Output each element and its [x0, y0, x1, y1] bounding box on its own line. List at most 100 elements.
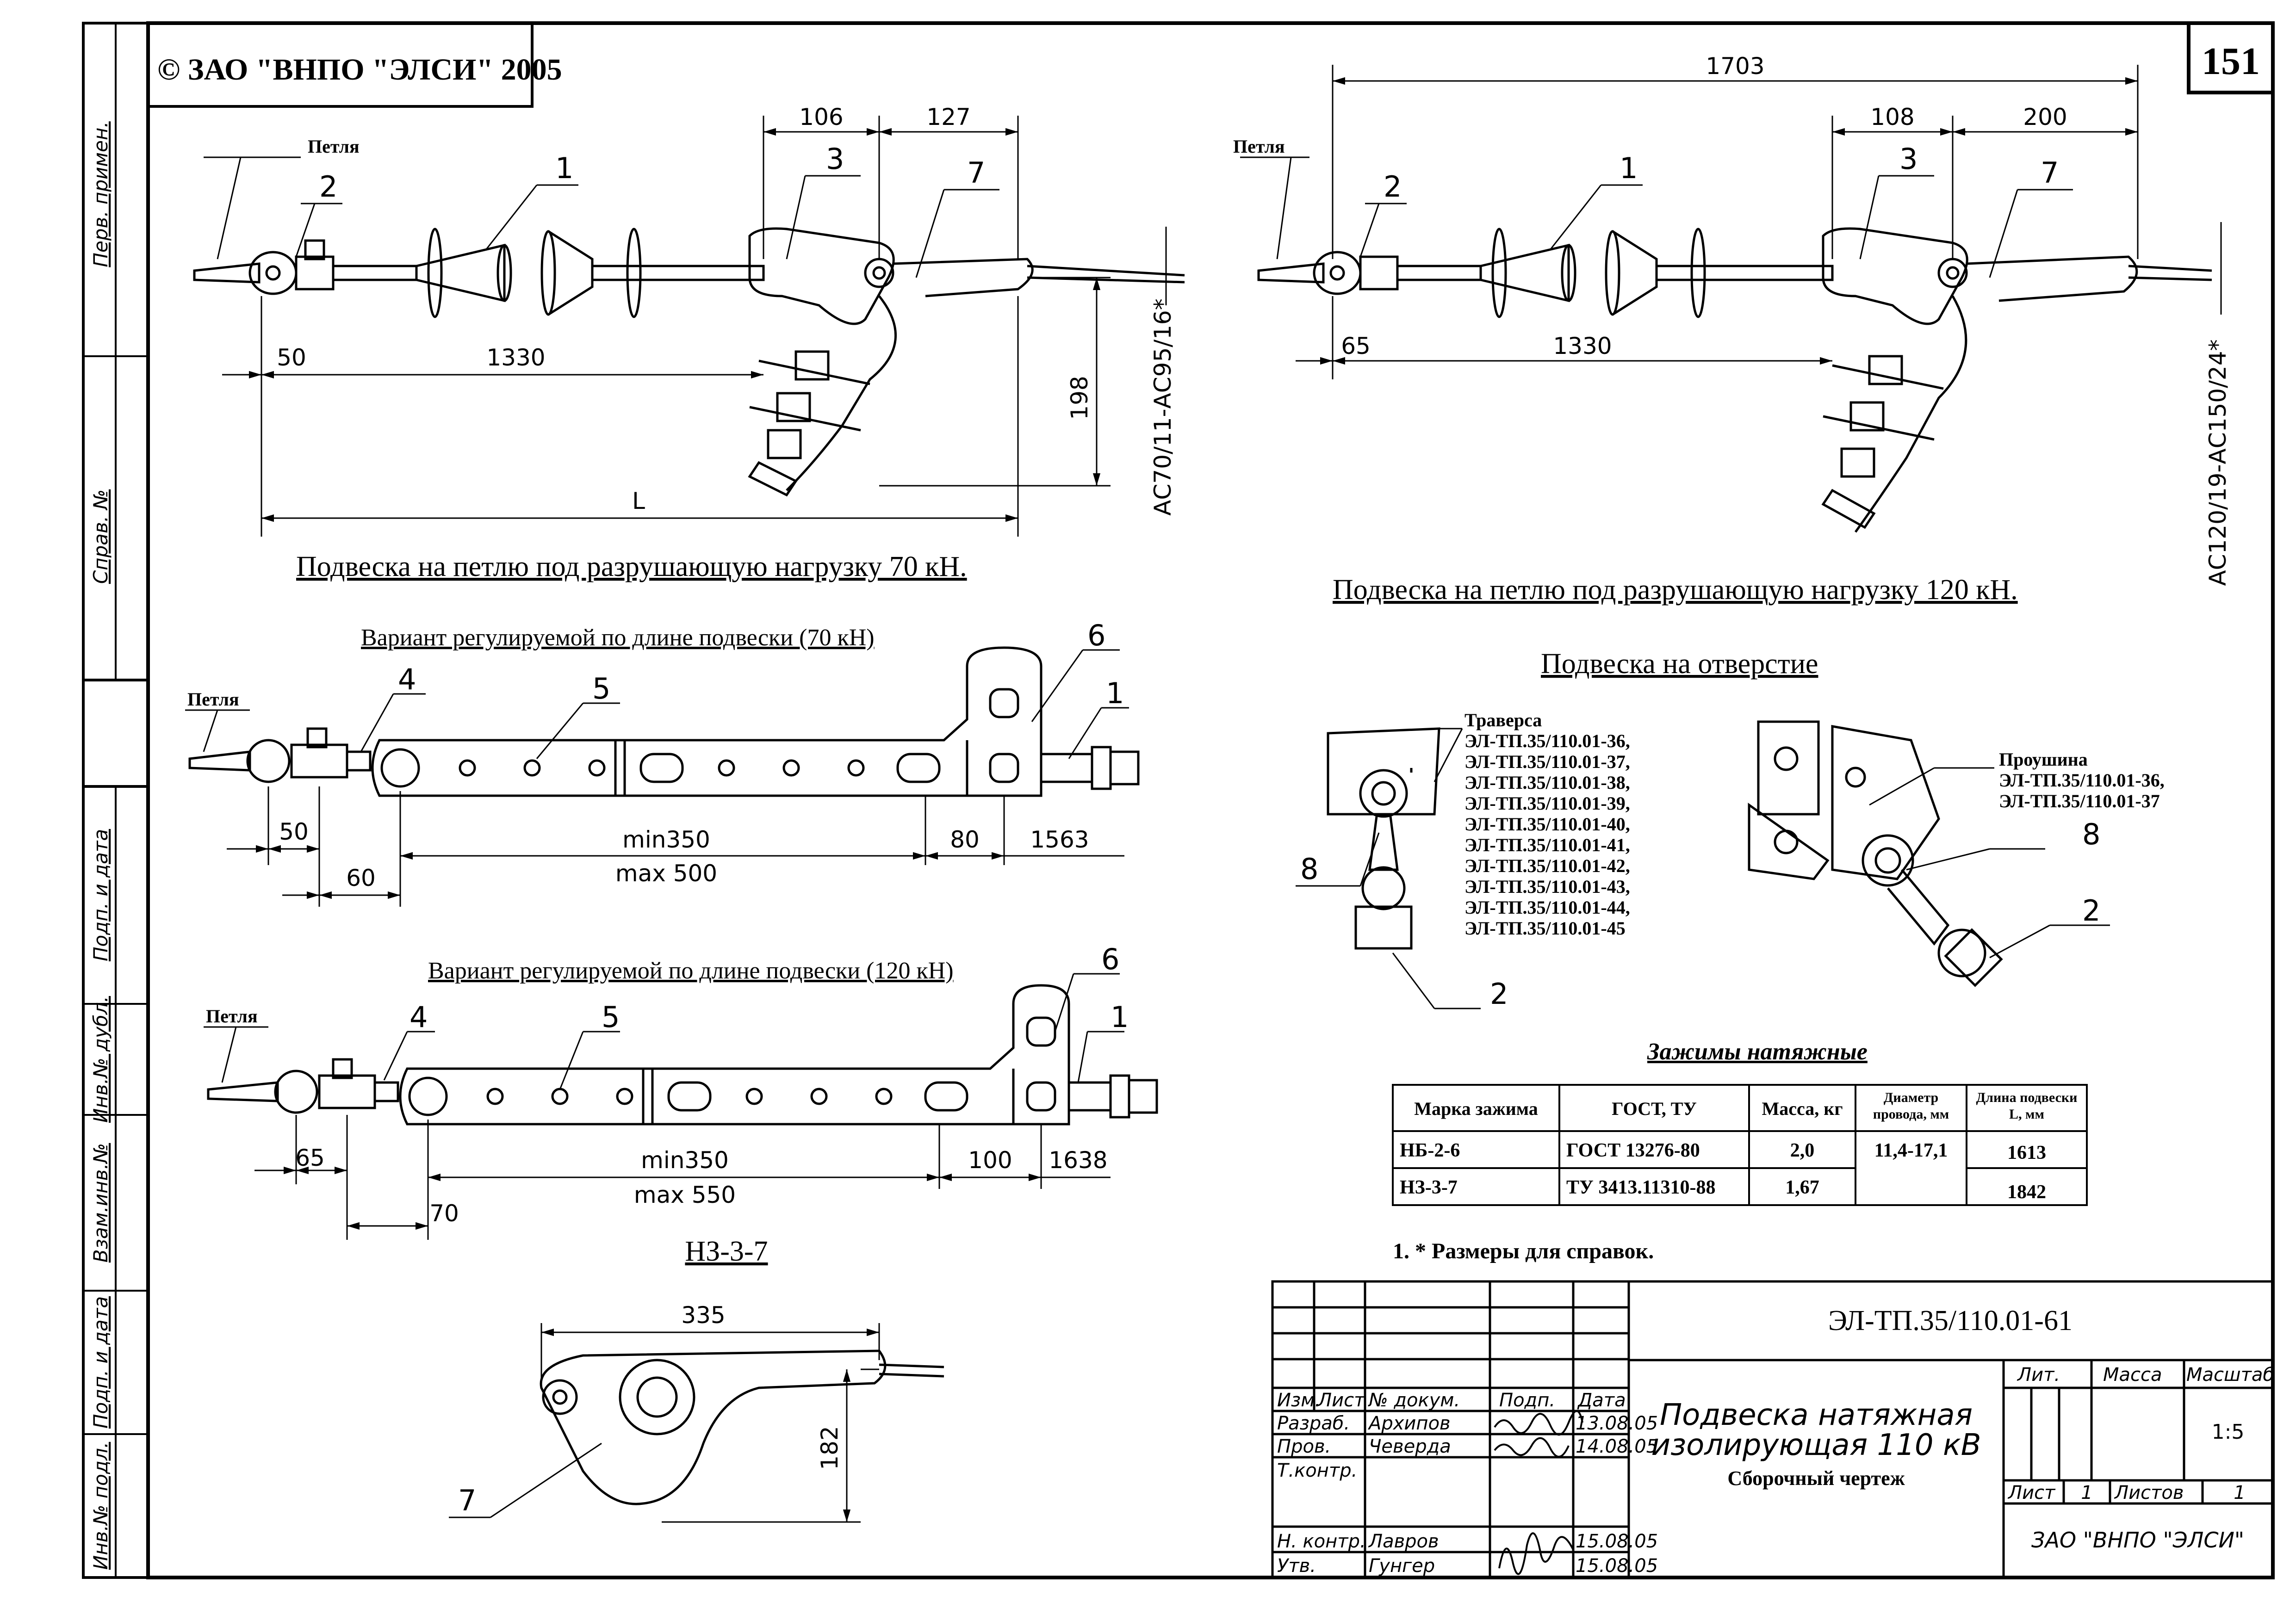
- eye-code: ЭЛ-ТП.35/110.01-37: [1999, 791, 2160, 811]
- adj120-callout-1: 1: [1111, 1000, 1129, 1034]
- stamp-perv-primen: Перв. примен.: [89, 121, 112, 267]
- sheet-value: 1: [2081, 1482, 2092, 1503]
- adj120-loop-label: Петля: [206, 1006, 258, 1027]
- role: Н. контр.: [1277, 1531, 1366, 1552]
- col-izm: Изм.: [1277, 1390, 1321, 1411]
- eye-code: ЭЛ-ТП.35/110.01-36,: [1999, 770, 2165, 791]
- signature-row: Пров. Чеверда 14.08.05: [1277, 1436, 1658, 1457]
- adj70-caption: Вариант регулируемой по длине подвески (…: [361, 625, 875, 651]
- adj-120-drawing: [207, 984, 1158, 1126]
- traverse-code: ЭЛ-ТП.35/110.01-38,: [1464, 772, 1630, 793]
- date: 15.08.05: [1576, 1531, 1658, 1552]
- clamp-table-title: Зажимы натяжные: [1647, 1039, 1868, 1065]
- table-header-length: Длина подвески L, мм: [1976, 1090, 2078, 1122]
- name: Чеверда: [1369, 1436, 1451, 1457]
- adj70-loop-label: Петля: [187, 689, 239, 710]
- traverse-label: Траверса: [1464, 710, 1542, 730]
- copyright: © ЗАО "ВНПО "ЭЛСИ" 2005: [157, 53, 562, 87]
- traverse-code-list: ЭЛ-ТП.35/110.01-36, ЭЛ-ТП.35/110.01-37, …: [1464, 730, 1630, 939]
- traverse-code: ЭЛ-ТП.35/110.01-45: [1464, 918, 1626, 939]
- table-cell: ГОСТ 13276-80: [1566, 1140, 1700, 1161]
- view-70-drawing: [193, 227, 1185, 497]
- handwritten-signatures: [1494, 1410, 1583, 1575]
- hole-mount-drawing: [1327, 720, 2003, 987]
- title-block-grid: [1271, 1280, 2274, 1579]
- signature-row: Н. контр. Лавров 15.08.05: [1277, 1531, 1658, 1552]
- v120-wire: АС120/19-АС150/24*: [2204, 339, 2231, 586]
- table-header-diameter: Диаметр провода, мм: [1873, 1090, 1949, 1122]
- table-cell: НЗ-3-7: [1400, 1177, 1458, 1198]
- role: Разраб.: [1277, 1413, 1350, 1434]
- adj120-caption: Вариант регулируемой по длине подвески (…: [428, 958, 954, 984]
- title-line-1: Подвеска натяжная: [1660, 1398, 1973, 1432]
- sheets-label: Листов: [2114, 1482, 2184, 1503]
- v70-dim-106: 106: [799, 104, 843, 130]
- adj70-callout-4: 4: [398, 662, 416, 696]
- v70-callout-3: 3: [826, 142, 844, 176]
- eye-callout-8: 8: [2082, 817, 2100, 851]
- signature-row: Разраб. Архипов 13.08.05: [1277, 1413, 1658, 1434]
- v70-callout-7: 7: [967, 156, 985, 190]
- adj120-dim-65: 65: [295, 1145, 325, 1171]
- v70-dim-1330: 1330: [486, 344, 545, 371]
- adj70-callout-6: 6: [1087, 619, 1105, 652]
- v70-loop-label: Петля: [308, 136, 360, 157]
- v70-callout-2: 2: [319, 170, 337, 204]
- mass-label: Масса: [2103, 1364, 2162, 1386]
- v120-dim-1703: 1703: [1706, 53, 1764, 80]
- sheets-value: 1: [2234, 1482, 2245, 1503]
- adj120-callout-5: 5: [602, 1000, 620, 1034]
- v70-dim-50: 50: [277, 344, 306, 371]
- scale-value: 1:5: [2212, 1420, 2245, 1444]
- stamp-inv-dubl: Инв.№ дубл.: [89, 996, 112, 1123]
- traverse-code: ЭЛ-ТП.35/110.01-44,: [1464, 897, 1630, 918]
- name: Архипов: [1367, 1413, 1451, 1434]
- v120-dim-200: 200: [2023, 104, 2067, 130]
- table-row: НЗ-3-7 ТУ 3413.11310-88 1,67 1842: [1400, 1177, 2046, 1203]
- col-data: Дата: [1577, 1390, 1626, 1411]
- date: 15.08.05: [1576, 1555, 1658, 1577]
- stamp-podp-data-2: Подп. и дата: [89, 1296, 112, 1429]
- role: Пров.: [1277, 1436, 1331, 1457]
- v70-dim-L: L: [632, 488, 645, 514]
- v120-caption: Подвеска на петлю под разрушающую нагруз…: [1333, 574, 2018, 606]
- nz-callout-7: 7: [458, 1484, 476, 1517]
- name: Гунгер: [1369, 1555, 1435, 1577]
- adj70-dim-min: min350: [622, 826, 710, 853]
- signature-row: Т.контр.: [1277, 1460, 1357, 1481]
- title-line-2: изолирующая 110 кВ: [1651, 1428, 1981, 1462]
- adj120-dim-1638: 1638: [1049, 1147, 1107, 1174]
- hole-callout-8: 8: [1300, 852, 1318, 886]
- nz-dim-335: 335: [681, 1302, 725, 1329]
- adj-70-dimensions: [185, 649, 1129, 907]
- date: 14.08.05: [1576, 1436, 1658, 1457]
- nz-caption: НЗ-3-7: [685, 1236, 768, 1267]
- table-cell: 11,4-17,1: [1874, 1140, 1948, 1161]
- adj70-callout-5: 5: [592, 672, 610, 705]
- clamp-nz-dimensions: [449, 1323, 880, 1523]
- table-cell: 2,0: [1790, 1140, 1815, 1161]
- sheet-frame: [82, 21, 2275, 1579]
- eye-callout-2: 2: [2082, 894, 2100, 928]
- hole-mount-leaders: [1296, 728, 2110, 1009]
- view-70-dimensions: [204, 116, 1167, 537]
- table-cell: 1613: [2007, 1142, 2046, 1163]
- traverse-code: ЭЛ-ТП.35/110.01-43,: [1464, 876, 1630, 897]
- subtitle: Сборочный чертеж: [1727, 1467, 1905, 1490]
- hole-callout-2: 2: [1490, 977, 1508, 1011]
- nz-dim-182: 182: [816, 1426, 843, 1470]
- traverse-code: ЭЛ-ТП.35/110.01-40,: [1464, 814, 1630, 835]
- table-header-mass: Масса, кг: [1762, 1098, 1843, 1119]
- lit-label: Лит.: [2017, 1364, 2060, 1386]
- v70-callout-1: 1: [555, 151, 573, 185]
- adj120-dim-70: 70: [429, 1200, 459, 1227]
- note: 1. * Размеры для справок.: [1393, 1239, 1654, 1263]
- col-podp: Подп.: [1499, 1390, 1555, 1411]
- clamp-nz-drawing: [540, 1349, 944, 1505]
- scale-label: Масштаб: [2186, 1364, 2274, 1386]
- traverse-code: ЭЛ-ТП.35/110.01-41,: [1464, 835, 1630, 855]
- traverse-code: ЭЛ-ТП.35/110.01-39,: [1464, 793, 1630, 814]
- doc-code: ЭЛ-ТП.35/110.01-61: [1828, 1305, 2073, 1336]
- page-number: 151: [2202, 40, 2260, 83]
- table-cell: 1842: [2007, 1182, 2046, 1203]
